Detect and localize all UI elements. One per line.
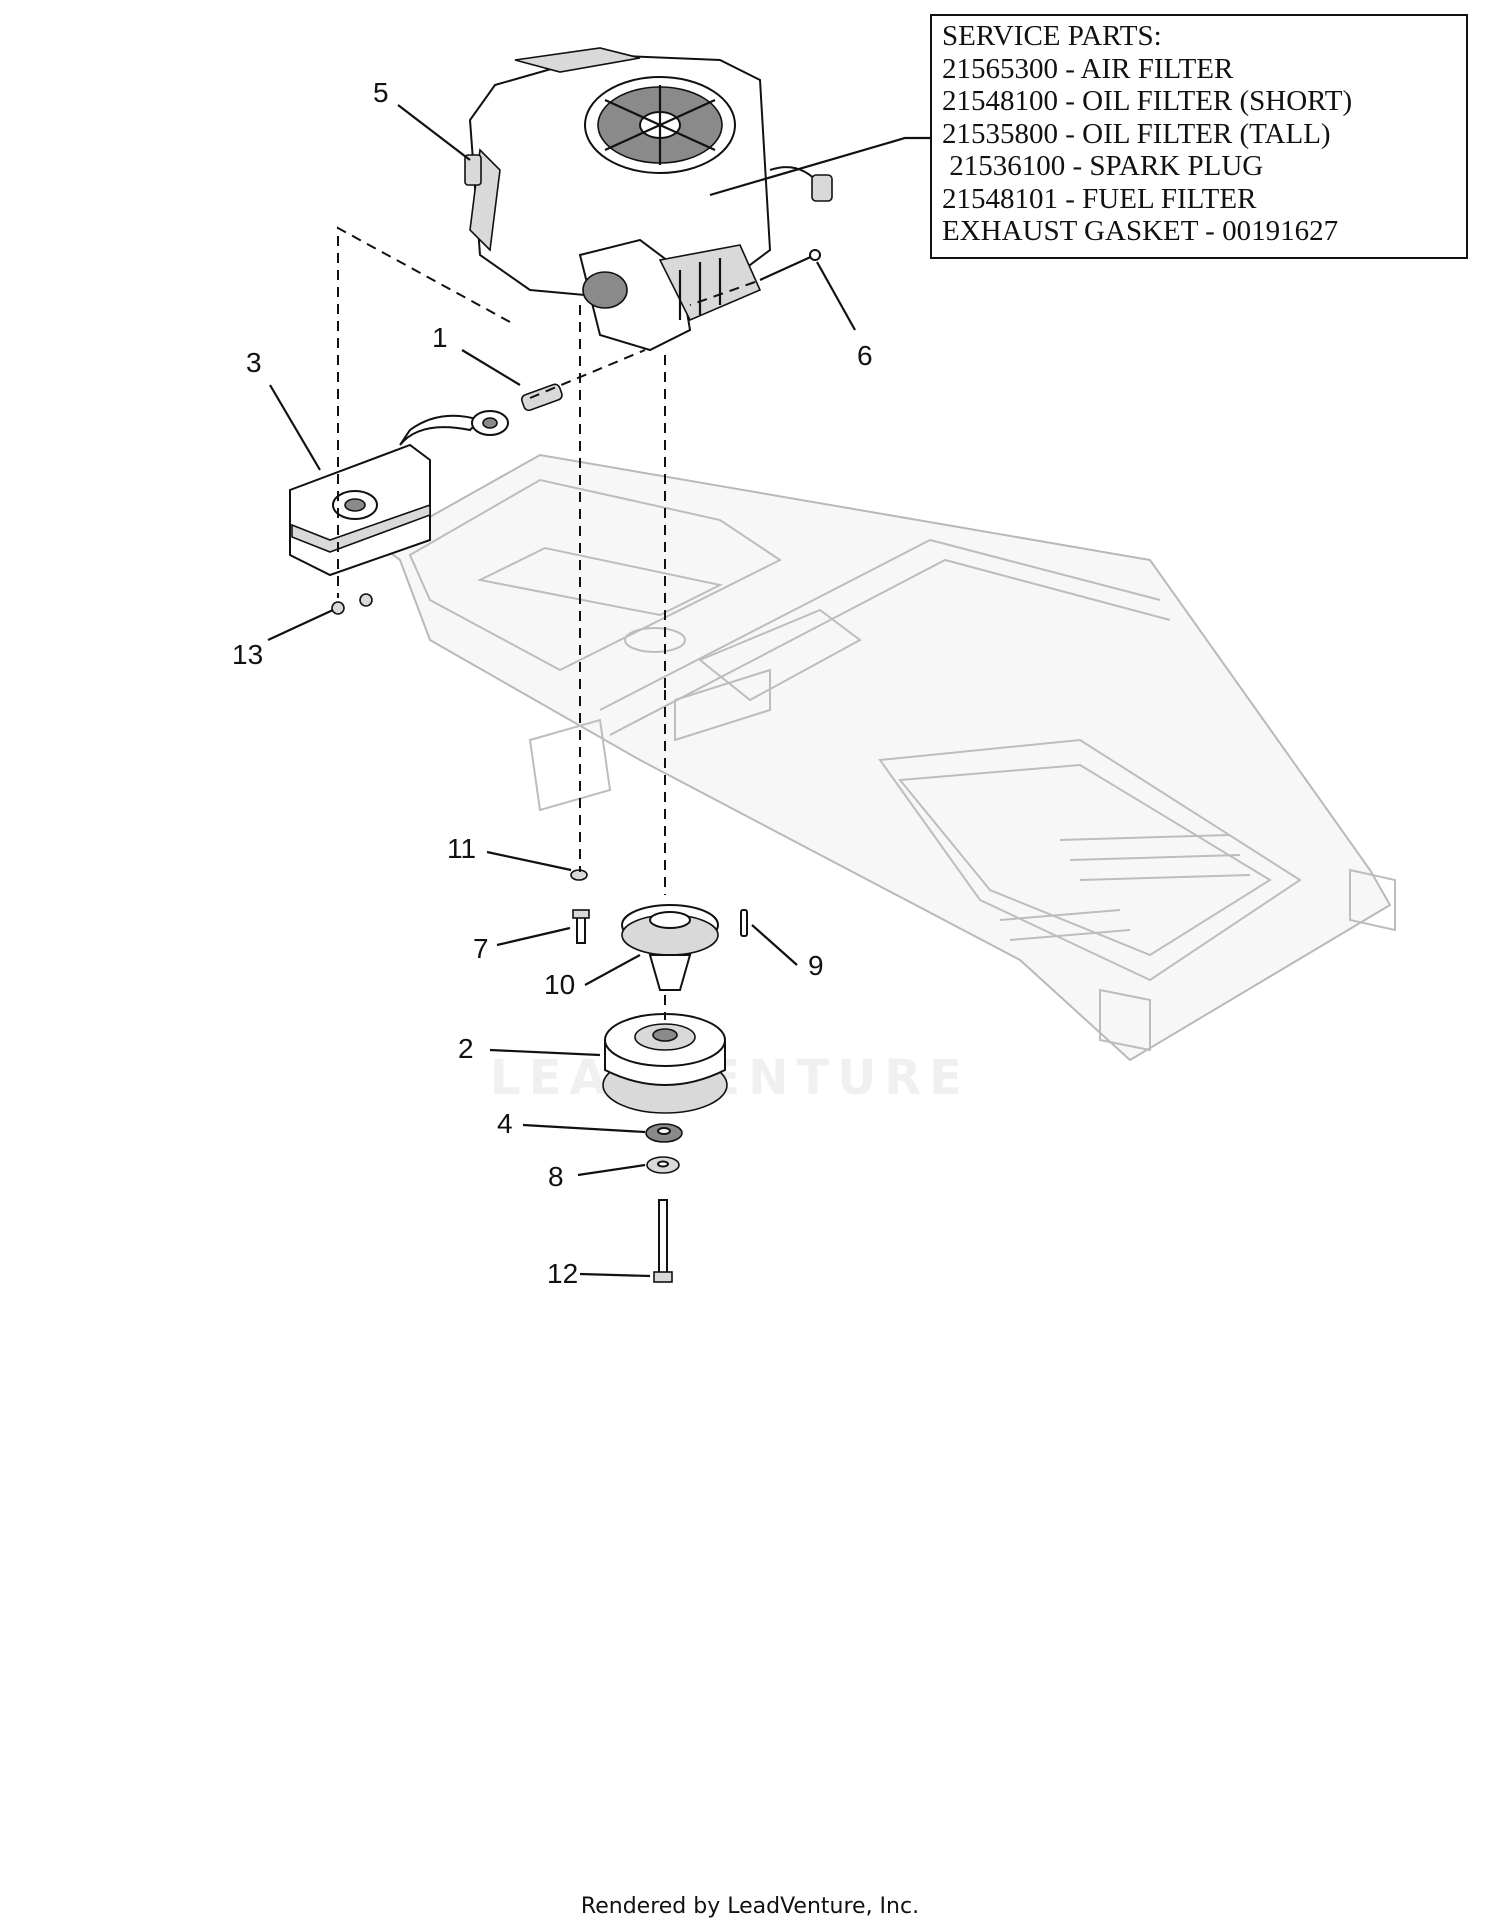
bolt-12 [653, 1199, 673, 1283]
leader-lines [267, 104, 930, 1278]
bolt-6 [759, 249, 821, 282]
callout-6: 6 [857, 340, 873, 371]
pin-9 [740, 909, 748, 937]
assembly-lines [337, 226, 756, 1020]
footer-credit: Rendered by LeadVenture, Inc. [580, 1894, 920, 1919]
callout-11: 11 [447, 833, 476, 864]
callouts: 5 1 3 6 13 11 7 10 9 2 4 8 12 [232, 77, 873, 1289]
service-parts-box: SERVICE PARTS: 21565300 - AIR FILTER 215… [930, 14, 1468, 259]
clutch-2 [602, 1013, 728, 1114]
callout-2: 2 [458, 1033, 474, 1064]
service-parts-heading: SERVICE PARTS: [942, 20, 1162, 52]
callout-1: 1 [432, 322, 448, 353]
mower-frame [378, 453, 1396, 1062]
engine-assembly [464, 47, 833, 352]
muffler [289, 410, 509, 577]
nuts-13 [331, 593, 373, 615]
fitting-1 [520, 383, 563, 412]
callout-10: 10 [544, 969, 575, 1000]
pulley-10 [621, 904, 719, 991]
callout-3: 3 [246, 347, 262, 378]
callout-5: 5 [373, 77, 389, 108]
service-part-spark-plug: 21536100 - SPARK PLUG [942, 150, 1264, 182]
washer-8 [646, 1156, 680, 1174]
service-part-fuel-filter: 21548101 - FUEL FILTER [942, 182, 1257, 215]
callout-8: 8 [548, 1161, 564, 1192]
callout-12: 12 [547, 1258, 578, 1289]
service-part-exhaust-gasket: EXHAUST GASKET - 00191627 [942, 215, 1339, 247]
callout-9: 9 [808, 950, 824, 981]
service-part-oil-filter-tall: 21535800 - OIL FILTER (TALL) [942, 117, 1331, 150]
service-part-oil-filter-short: 21548100 - OIL FILTER (SHORT) [942, 85, 1353, 117]
service-part-air-filter: 21565300 - AIR FILTER [942, 52, 1234, 85]
callout-13: 13 [232, 639, 263, 670]
bolt-7 [572, 909, 590, 944]
callout-7: 7 [473, 933, 489, 964]
washer-4 [645, 1123, 683, 1143]
callout-4: 4 [497, 1108, 513, 1139]
